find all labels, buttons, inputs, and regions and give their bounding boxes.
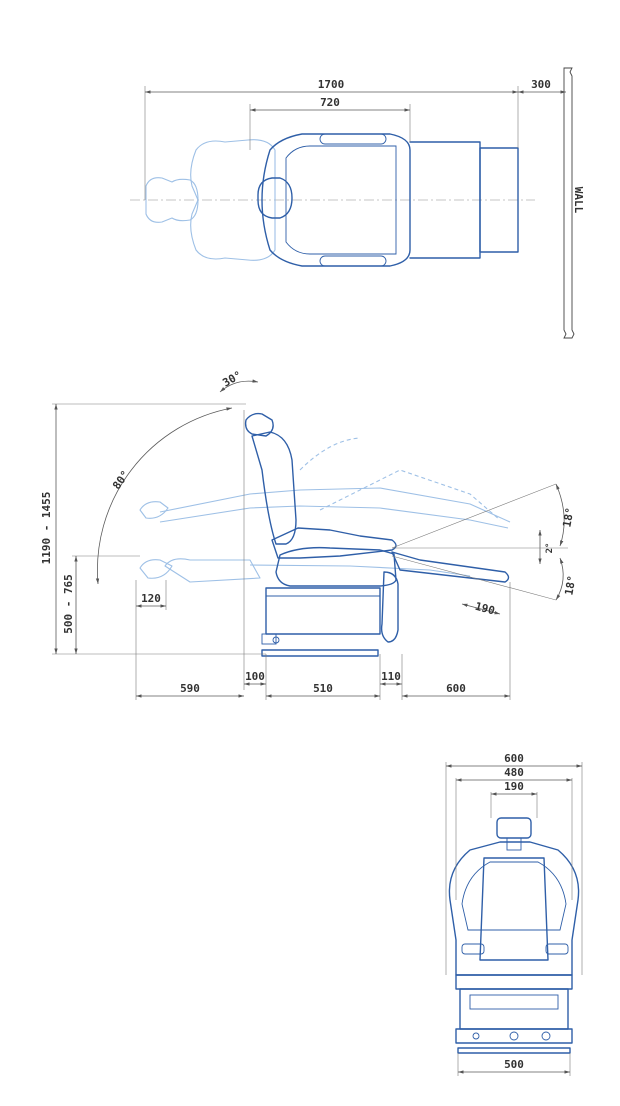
dim-front-base: 500 — [504, 1058, 524, 1071]
dim-side-leg-up: 18° — [560, 506, 576, 528]
top-ghost-patient — [145, 139, 276, 261]
dim-side-front: 600 — [446, 682, 466, 695]
wall-label: WALL — [572, 187, 585, 214]
dim-side-head-offset: 120 — [141, 592, 161, 605]
dim-side-rear: 590 — [180, 682, 200, 695]
dim-side-front-base: 110 — [381, 670, 401, 683]
dim-side-leg-length: 190 — [474, 600, 497, 618]
dim-top-seat: 720 — [320, 96, 340, 109]
dim-side-rear-base: 100 — [245, 670, 265, 683]
wall — [563, 67, 575, 339]
dim-top-total: 1700 — [318, 78, 345, 91]
top-view: WALL 1700 720 300 — [130, 67, 585, 339]
dim-side-backrest-angle: 80° — [110, 468, 132, 492]
side-view: 1190 - 1455 500 - 765 80° 30° 18° 2° 18°… — [40, 368, 579, 700]
top-chair — [257, 133, 519, 267]
dim-side-headrest-angle: 30° — [220, 368, 244, 389]
dim-front-headrest: 190 — [504, 780, 524, 793]
dim-side-seat-height: 500 - 765 — [62, 574, 75, 634]
front-chair — [448, 817, 580, 1054]
dim-side-height-range: 1190 - 1455 — [40, 492, 53, 565]
front-view: 600 480 190 500 — [445, 752, 583, 1076]
dim-front-inner: 480 — [504, 766, 524, 779]
dim-top-wall-gap: 300 — [531, 78, 551, 91]
side-ghost-positions — [139, 437, 511, 583]
dim-side-leg-down: 18° — [562, 574, 578, 596]
dim-front-total: 600 — [504, 752, 524, 765]
dim-side-base: 510 — [313, 682, 333, 695]
dim-side-leg-mid: 2° — [545, 543, 555, 554]
side-chair — [244, 412, 510, 657]
